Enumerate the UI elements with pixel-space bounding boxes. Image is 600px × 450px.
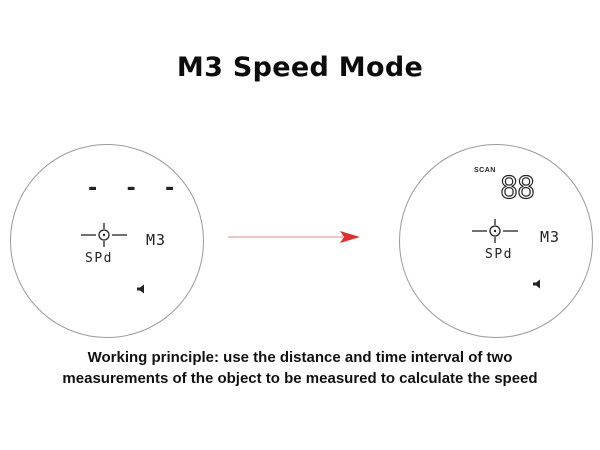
description-line-2: measurements of the object to be measure… bbox=[62, 370, 538, 387]
mode-code: M3 bbox=[540, 228, 561, 246]
distance-readout: - - - bbox=[86, 176, 183, 201]
mode-code: M3 bbox=[146, 231, 167, 249]
crosshair-icon bbox=[472, 219, 518, 243]
speaker-icon bbox=[533, 279, 540, 289]
scope-display-after bbox=[399, 144, 593, 338]
mode-name: SPd bbox=[485, 247, 513, 262]
arrow-right-icon bbox=[228, 231, 360, 243]
scan-label: SCAN bbox=[474, 167, 496, 174]
page-title: M3 Speed Mode bbox=[176, 52, 424, 83]
scope-display-before bbox=[10, 144, 204, 338]
speaker-icon bbox=[137, 284, 144, 294]
crosshair-icon bbox=[81, 223, 127, 247]
mode-name: SPd bbox=[85, 251, 113, 266]
description-line-1: Working principle: use the distance and … bbox=[87, 349, 513, 366]
scan-value: 88 bbox=[499, 171, 535, 206]
